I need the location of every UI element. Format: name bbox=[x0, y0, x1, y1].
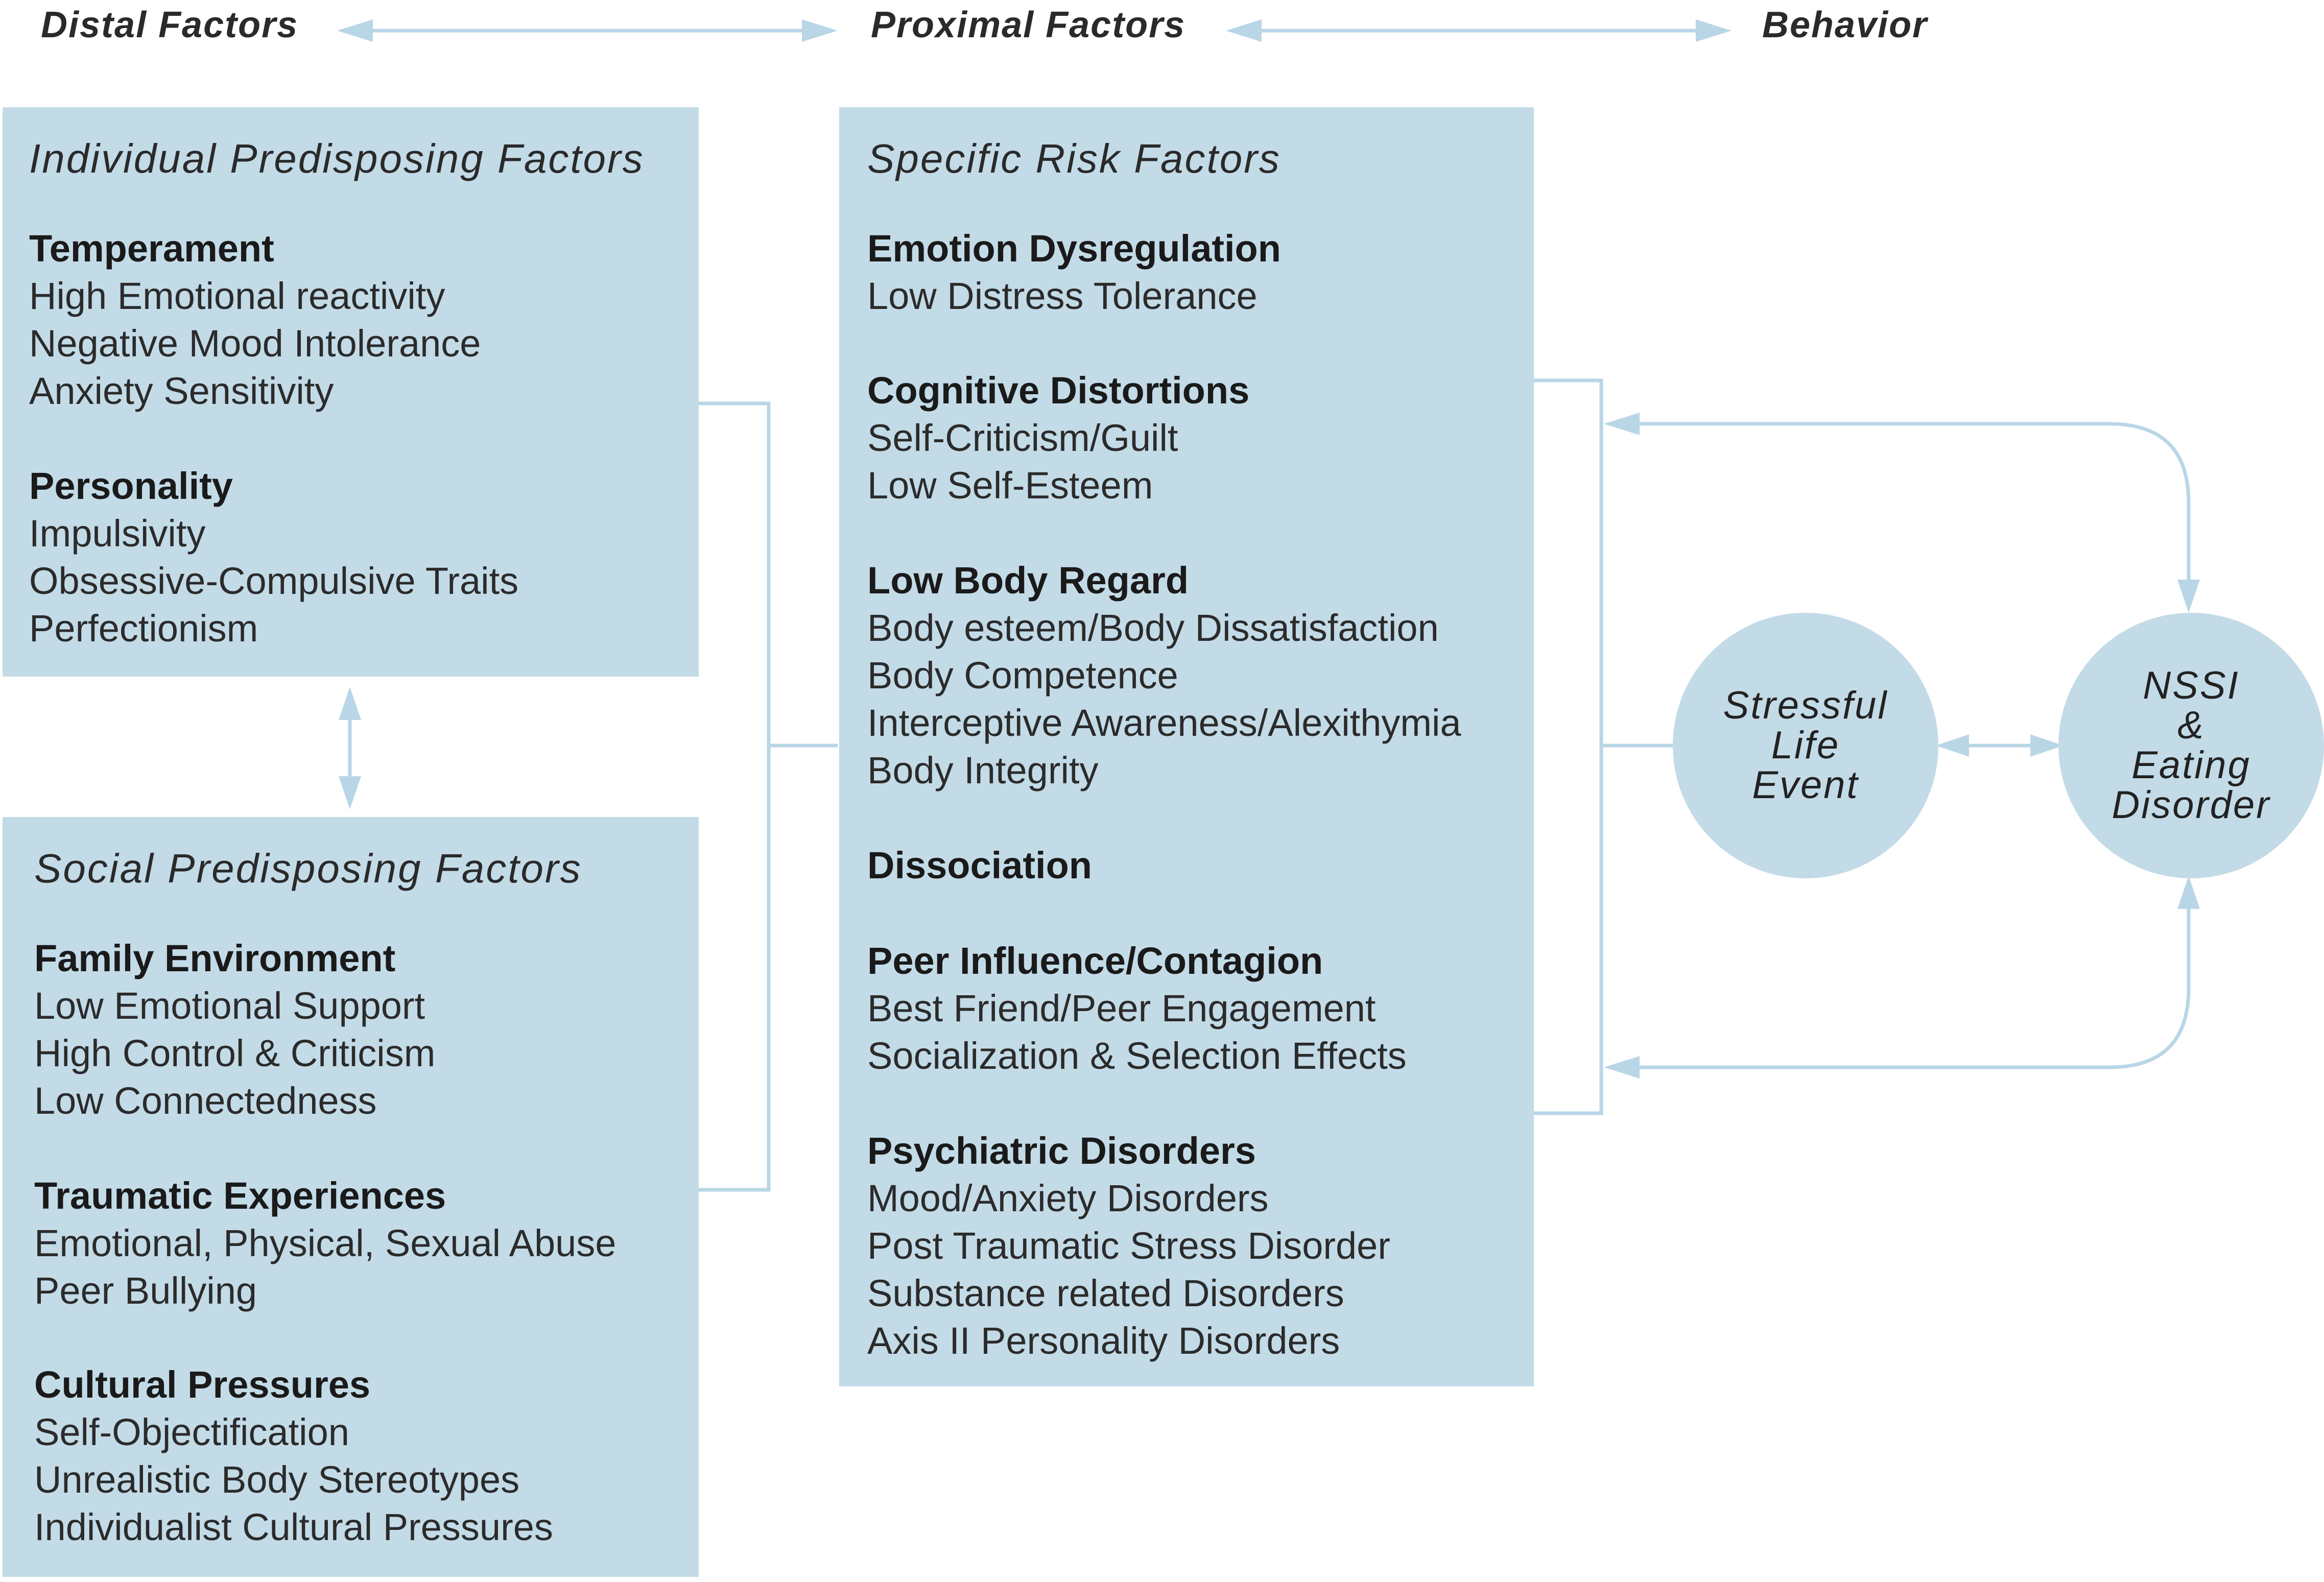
group-psychiatric-disorders: Psychiatric Disorders Mood/Anxiety Disor… bbox=[867, 1127, 1390, 1364]
group-item: Obsessive-Compulsive Traits bbox=[29, 560, 519, 602]
arrowhead bbox=[1226, 19, 1262, 42]
group-item: Low Distress Tolerance bbox=[867, 275, 1258, 317]
circle-stressful-life-event: Stressful Life Event bbox=[1673, 613, 1938, 878]
group-personality: Personality Impulsivity Obsessive-Compul… bbox=[29, 462, 518, 652]
group-low-body-regard: Low Body Regard Body esteem/Body Dissati… bbox=[867, 557, 1461, 794]
arrowhead bbox=[2030, 734, 2064, 757]
arrowhead bbox=[339, 687, 361, 720]
group-heading: Temperament bbox=[29, 227, 274, 270]
group-item: High Emotional reactivity bbox=[29, 275, 445, 317]
arrowhead bbox=[1604, 413, 1640, 435]
group-item: Axis II Personality Disorders bbox=[867, 1320, 1340, 1362]
group-item: Mood/Anxiety Disorders bbox=[867, 1177, 1269, 1219]
group-heading: Personality bbox=[29, 465, 233, 507]
circle-label: Stressful Life Event bbox=[1723, 684, 1888, 807]
header-proximal: Proximal Factors bbox=[871, 5, 1186, 45]
group-cognitive-distortions: Cognitive Distortions Self-Criticism/Gui… bbox=[867, 367, 1249, 509]
header-behavior: Behavior bbox=[1762, 5, 1928, 45]
group-heading: Dissociation bbox=[867, 844, 1092, 886]
arrowhead bbox=[337, 19, 373, 42]
group-traumatic-experiences: Traumatic Experiences Emotional, Physica… bbox=[34, 1172, 616, 1314]
arrowhead bbox=[1604, 1056, 1640, 1078]
bracket-left bbox=[697, 401, 771, 1192]
box-title: Specific Risk Factors bbox=[867, 136, 1281, 181]
group-peer-influence: Peer Influence/Contagion Best Friend/Pee… bbox=[867, 937, 1407, 1080]
group-item: Anxiety Sensitivity bbox=[29, 370, 334, 412]
arrowhead bbox=[2177, 876, 2200, 909]
box-individual: Individual Predisposing Factors Temperam… bbox=[3, 107, 699, 677]
group-family-environment: Family Environment Low Emotional Support… bbox=[34, 934, 435, 1124]
group-item: Perfectionism bbox=[29, 607, 258, 650]
group-item: Low Emotional Support bbox=[34, 985, 425, 1027]
group-item: Low Connectedness bbox=[34, 1080, 377, 1122]
group-item: Substance related Disorders bbox=[867, 1272, 1344, 1314]
group-item: Body Integrity bbox=[867, 749, 1099, 792]
group-heading: Emotion Dysregulation bbox=[867, 227, 1281, 270]
group-item: Self-Criticism/Guilt bbox=[867, 417, 1178, 459]
group-dissociation: Dissociation bbox=[867, 842, 1092, 889]
box-social: Social Predisposing Factors Family Envir… bbox=[3, 817, 699, 1577]
group-item: Body Competence bbox=[867, 654, 1178, 697]
group-item: Unrealistic Body Stereotypes bbox=[34, 1458, 520, 1501]
arrowhead bbox=[1696, 19, 1732, 42]
group-heading: Low Body Regard bbox=[867, 559, 1189, 602]
group-item: Interceptive Awareness/Alexithymia bbox=[867, 702, 1461, 744]
box-title: Social Predisposing Factors bbox=[34, 846, 582, 891]
group-item: Negative Mood Intolerance bbox=[29, 322, 481, 365]
group-item: Self-Objectification bbox=[34, 1411, 349, 1453]
group-heading: Psychiatric Disorders bbox=[867, 1130, 1256, 1172]
arrowhead bbox=[802, 19, 838, 42]
group-heading: Traumatic Experiences bbox=[34, 1174, 446, 1217]
group-item: Peer Bullying bbox=[34, 1269, 257, 1312]
circle-label: NSSI & Eating Disorder bbox=[2112, 664, 2271, 827]
group-item: Emotional, Physical, Sexual Abuse bbox=[34, 1222, 616, 1264]
group-item: Body esteem/Body Dissatisfaction bbox=[867, 607, 1439, 649]
group-item: Socialization & Selection Effects bbox=[867, 1035, 1407, 1077]
group-temperament: Temperament High Emotional reactivity Ne… bbox=[29, 225, 481, 415]
group-item: Individualist Cultural Pressures bbox=[34, 1506, 553, 1548]
box-title: Individual Predisposing Factors bbox=[29, 136, 645, 181]
arrowhead bbox=[1936, 734, 1969, 757]
circle-nssi-eating-disorder: NSSI & Eating Disorder bbox=[2058, 613, 2324, 878]
group-cultural-pressures: Cultural Pressures Self-Objectification … bbox=[34, 1361, 553, 1551]
group-item: Low Self-Esteem bbox=[867, 464, 1153, 507]
group-heading: Family Environment bbox=[34, 937, 396, 979]
bracket-right bbox=[1532, 378, 1603, 1115]
group-heading: Peer Influence/Contagion bbox=[867, 940, 1323, 982]
group-item: High Control & Criticism bbox=[34, 1032, 436, 1074]
box-specific: Specific Risk Factors Emotion Dysregulat… bbox=[839, 107, 1534, 1386]
arrowhead bbox=[2177, 580, 2200, 613]
group-item: Post Traumatic Stress Disorder bbox=[867, 1225, 1390, 1267]
curve-top bbox=[1624, 422, 2191, 597]
arrowhead bbox=[339, 776, 361, 809]
group-item: Impulsivity bbox=[29, 512, 206, 555]
curve-bottom bbox=[1624, 889, 2191, 1069]
group-heading: Cultural Pressures bbox=[34, 1363, 371, 1406]
group-emotion-dysregulation: Emotion Dysregulation Low Distress Toler… bbox=[867, 225, 1281, 320]
header-distal: Distal Factors bbox=[41, 5, 299, 45]
group-heading: Cognitive Distortions bbox=[867, 369, 1250, 412]
group-item: Best Friend/Peer Engagement bbox=[867, 987, 1376, 1029]
